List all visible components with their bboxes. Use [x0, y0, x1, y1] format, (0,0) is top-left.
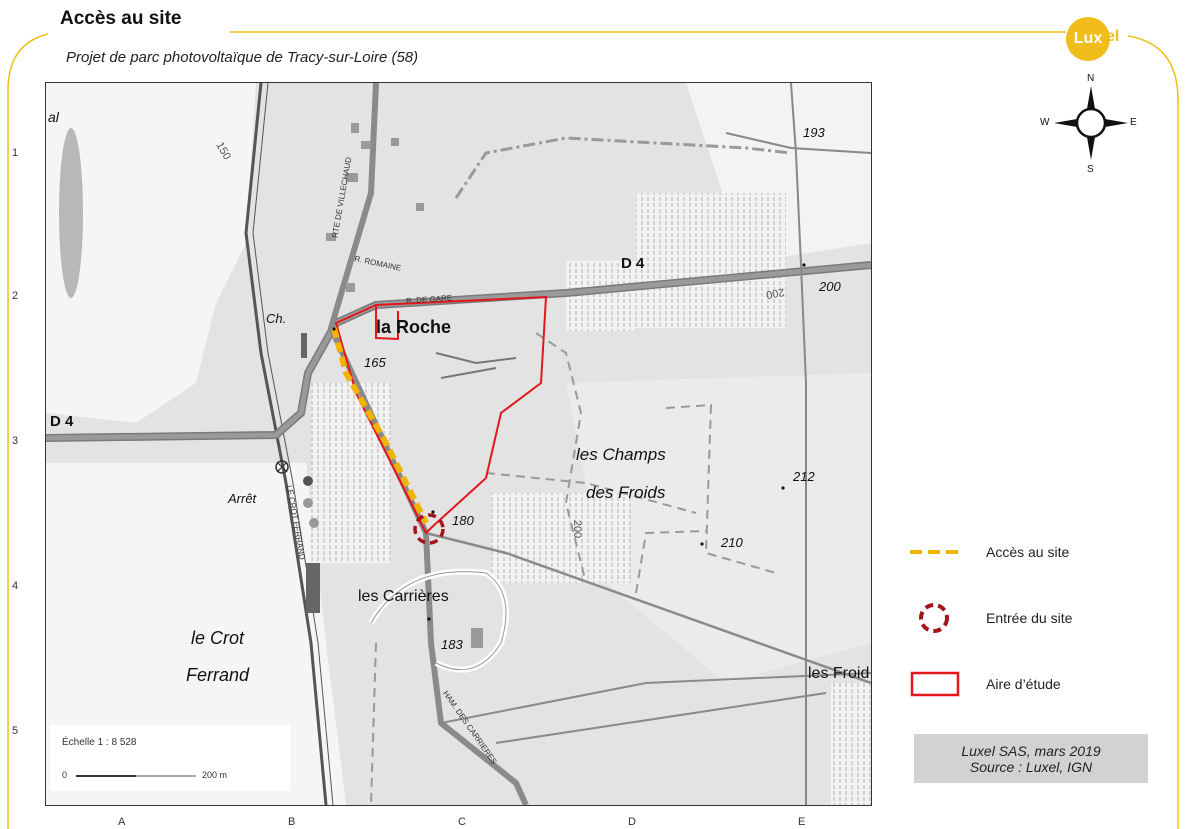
luxel-logo: Lux: [1066, 17, 1110, 61]
source-line-1: Luxel SAS, mars 2019: [961, 742, 1101, 759]
label-arret: Arrêt: [228, 491, 257, 506]
compass: N S E W: [1040, 72, 1142, 182]
grid-row-5: 5: [12, 725, 19, 737]
source-box: Luxel SAS, mars 2019 Source : Luxel, IGN: [914, 734, 1148, 783]
compass-rose-icon: [1054, 86, 1128, 160]
legend-entrance-label: Entrée du site: [986, 610, 1073, 626]
label-champs-line1: les Champs: [576, 445, 666, 464]
label-d4-left: D 4: [50, 413, 74, 430]
compass-n: N: [1087, 73, 1095, 84]
label-crot-line2: Ferrand: [186, 665, 250, 685]
compass-e: E: [1130, 117, 1137, 128]
scale-start: 0: [62, 770, 68, 780]
label-alt-200a: 200: [819, 279, 841, 294]
label-la-roche: la Roche: [376, 317, 452, 337]
grid-col-d: D: [628, 816, 636, 828]
legend-symbols: [910, 550, 962, 697]
grid-col-b: B: [288, 816, 296, 828]
label-alt-180: 180: [452, 513, 474, 528]
label-les-froids: les Froid: [808, 665, 870, 682]
legend-study-label: Aire d’étude: [986, 676, 1061, 692]
compass-w: W: [1040, 117, 1050, 128]
label-alt-200c: 200: [571, 519, 584, 539]
scale-label: Échelle 1 : 8 528: [62, 737, 137, 748]
label-alt-165: 165: [364, 355, 386, 370]
label-crot-line1: le Crot: [191, 628, 245, 648]
grid-col-a: A: [118, 816, 126, 828]
map-panel[interactable]: D 4 D 4 la Roche les Champs des Froids l…: [45, 82, 872, 806]
label-al: al: [48, 109, 59, 125]
legend-entrance-icon: [919, 603, 949, 633]
label-alt-193: 193: [803, 125, 825, 140]
page-title: Accès au site: [60, 8, 182, 29]
scale-box: Échelle 1 : 8 528 0 200 m: [50, 725, 290, 791]
page-subtitle: Projet de parc photovoltaïque de Tracy-s…: [66, 49, 419, 66]
luxel-logo-tail: el: [1106, 28, 1120, 45]
grid-col-e: E: [798, 816, 806, 828]
legend-study-icon: [910, 671, 960, 697]
scale-end: 200 m: [202, 770, 228, 780]
label-ch: Ch.: [266, 311, 287, 326]
source-line-2: Source : Luxel, IGN: [969, 758, 1093, 775]
grid-col-c: C: [458, 816, 466, 828]
study-area-outline: [334, 295, 548, 535]
compass-s: S: [1087, 164, 1094, 175]
label-champs-line2: des Froids: [586, 483, 666, 502]
legend-access-label: Accès au site: [986, 544, 1070, 560]
access-route: [331, 327, 429, 525]
grid-row-4: 4: [12, 580, 19, 592]
label-d4-right: D 4: [621, 255, 645, 272]
label-alt-212: 212: [793, 469, 815, 484]
label-alt-183: 183: [441, 637, 463, 652]
map-canvas: [46, 83, 871, 805]
site-entrance-marker: [413, 513, 445, 545]
grid-row-1: 1: [12, 147, 19, 159]
label-alt-210: 210: [721, 535, 743, 550]
label-carrieres: les Carrières: [358, 588, 449, 605]
grid-row-3: 3: [12, 435, 19, 447]
scale-bar-end-segment: [136, 775, 196, 777]
grid-row-2: 2: [12, 290, 19, 302]
